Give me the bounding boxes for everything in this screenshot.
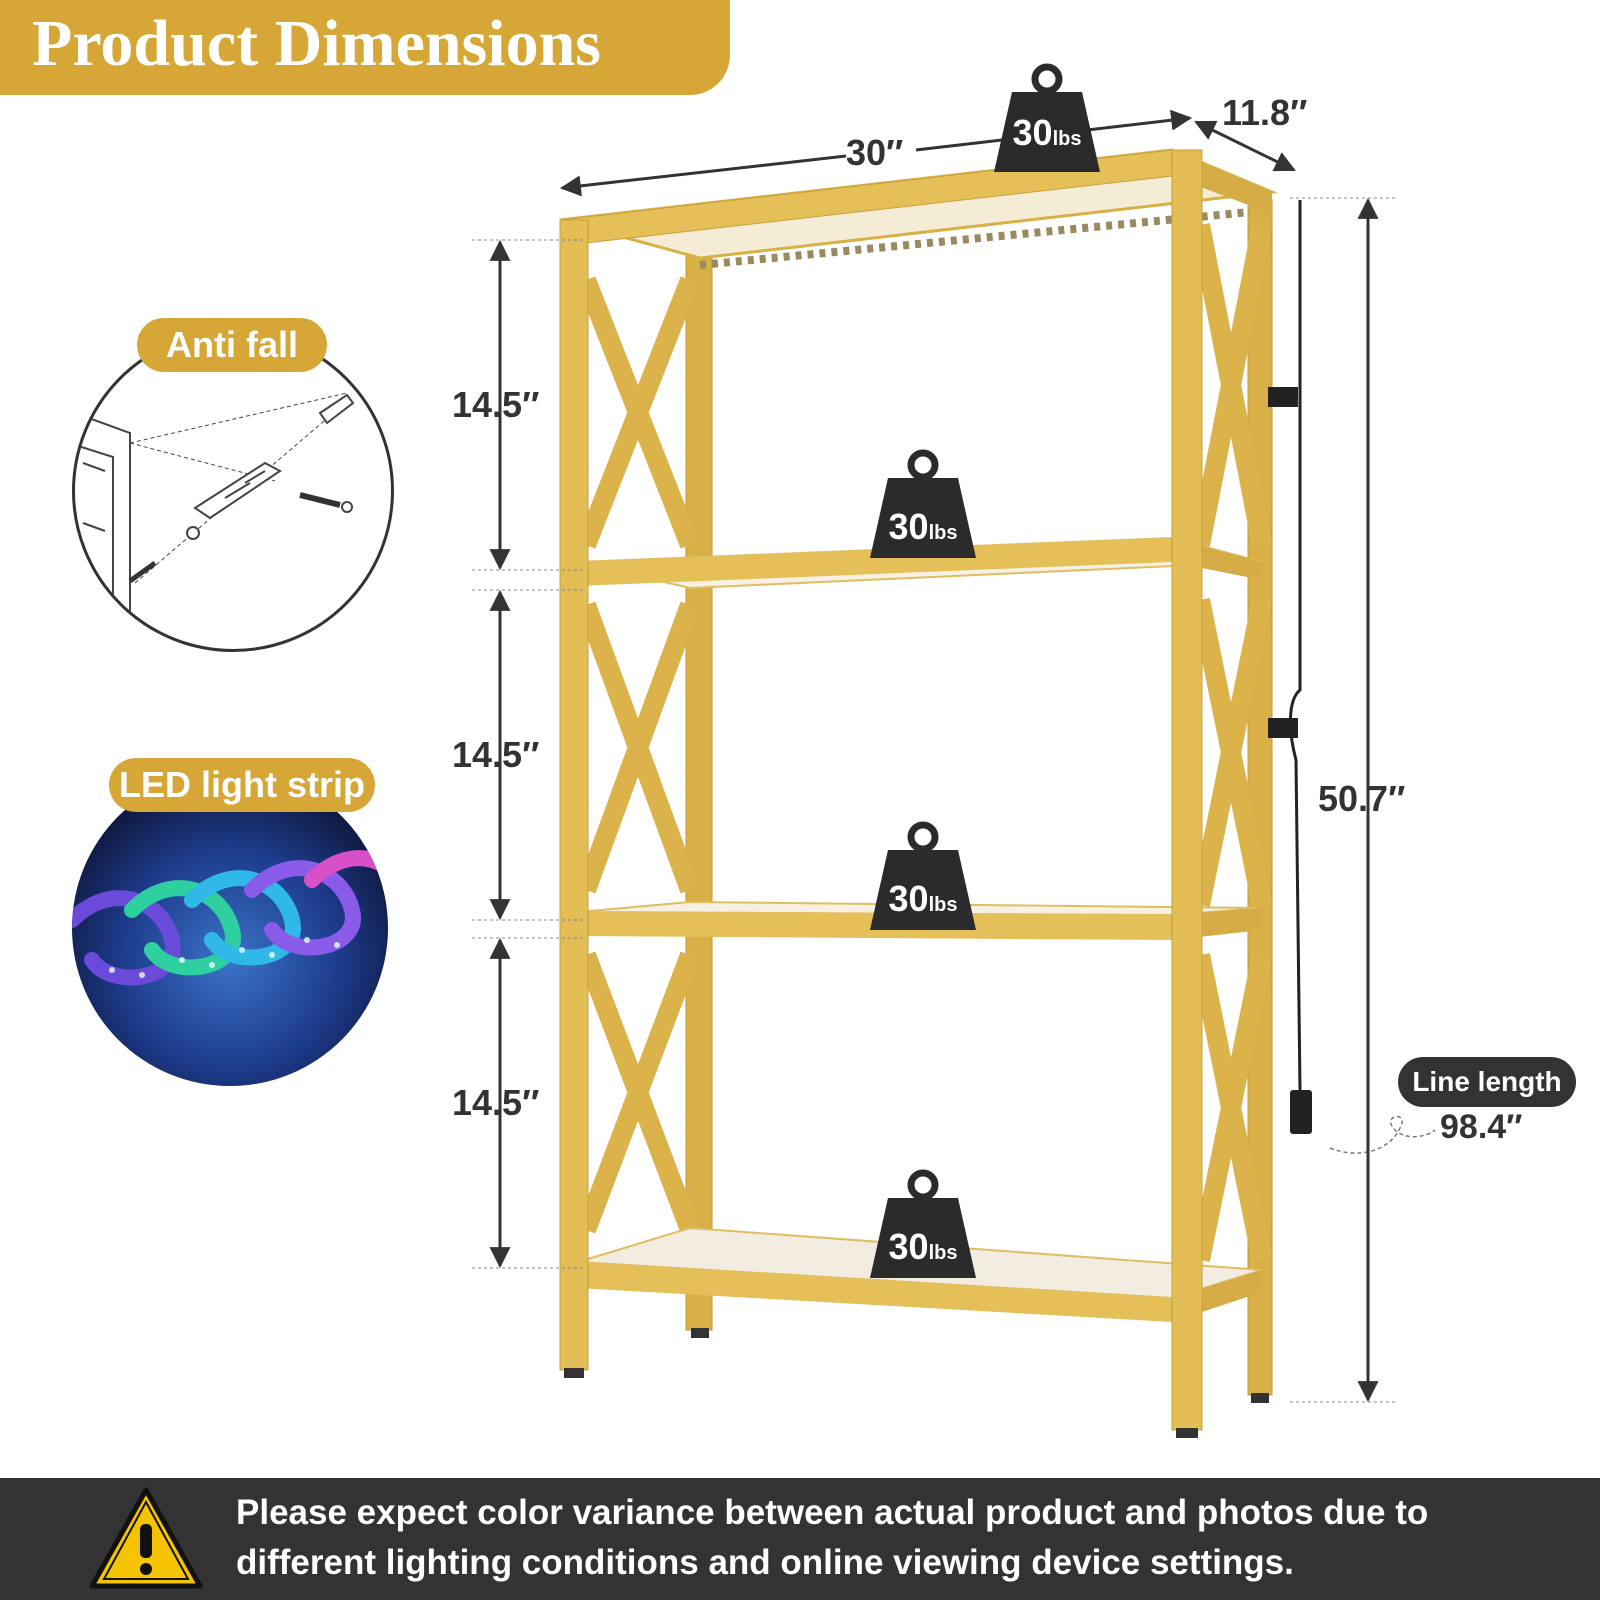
power-cable — [1268, 200, 1436, 1154]
warning-triangle-icon — [89, 1487, 203, 1589]
shelf-2 — [577, 536, 1263, 590]
left-x-braces — [576, 276, 700, 1234]
tier-gap-dimension: 14.5″ — [452, 1082, 540, 1123]
page-title: Product Dimensions — [32, 7, 601, 80]
line-length-label: Line length — [1398, 1057, 1576, 1107]
wall-anchor-hardware-icon — [75, 392, 355, 649]
weight-unit: lbs — [928, 1242, 958, 1264]
title-banner: Product Dimensions — [0, 0, 730, 95]
color-variance-notice: Please expect color variance between act… — [0, 1478, 1600, 1600]
height-dimension: 50.7″ — [1318, 778, 1406, 819]
weight-value: 30 — [888, 1226, 929, 1267]
tier-gap-dimension: 14.5″ — [452, 384, 540, 425]
anti-fall-detail — [72, 330, 394, 652]
top-shelf — [559, 148, 1278, 269]
weight-unit: lbs — [928, 894, 958, 916]
weight-capacity-badge: 30lbs — [992, 62, 1102, 172]
extension-lines — [472, 197, 1396, 1403]
line-length-value: 98.4″ — [1440, 1108, 1523, 1146]
weight-capacity-badge: 30lbs — [868, 1168, 978, 1278]
notice-line-2: different lighting conditions and online… — [236, 1543, 1294, 1582]
led-light-strip-label: LED light strip — [109, 758, 375, 812]
weight-value: 30 — [888, 506, 929, 547]
depth-dimension: 11.8″ — [1222, 92, 1308, 133]
notice-line-1: Please expect color variance between act… — [236, 1493, 1429, 1532]
rgb-led-strip-icon — [72, 850, 388, 986]
weight-capacity-badge: 30lbs — [868, 820, 978, 930]
feet — [564, 1328, 1269, 1438]
kettlebell-weight-icon — [870, 821, 976, 930]
right-x-braces — [1190, 223, 1272, 1262]
width-dimension: 30″ — [846, 132, 904, 173]
anti-fall-label: Anti fall — [137, 318, 327, 372]
weight-unit: lbs — [928, 522, 958, 544]
weight-value: 30 — [1012, 112, 1053, 153]
weight-unit: lbs — [1052, 128, 1082, 150]
kettlebell-weight-icon — [870, 449, 976, 558]
weight-value: 30 — [888, 878, 929, 919]
front-posts — [559, 149, 1203, 1431]
weight-capacity-badge: 30lbs — [868, 448, 978, 558]
notice-text: Please expect color variance between act… — [236, 1488, 1576, 1588]
led-light-strip-photo — [72, 770, 388, 1086]
kettlebell-weight-icon — [870, 1169, 976, 1278]
shelf-illustration — [472, 109, 1436, 1438]
tier-gap-dimension: 14.5″ — [452, 734, 540, 775]
kettlebell-weight-icon — [994, 63, 1100, 172]
